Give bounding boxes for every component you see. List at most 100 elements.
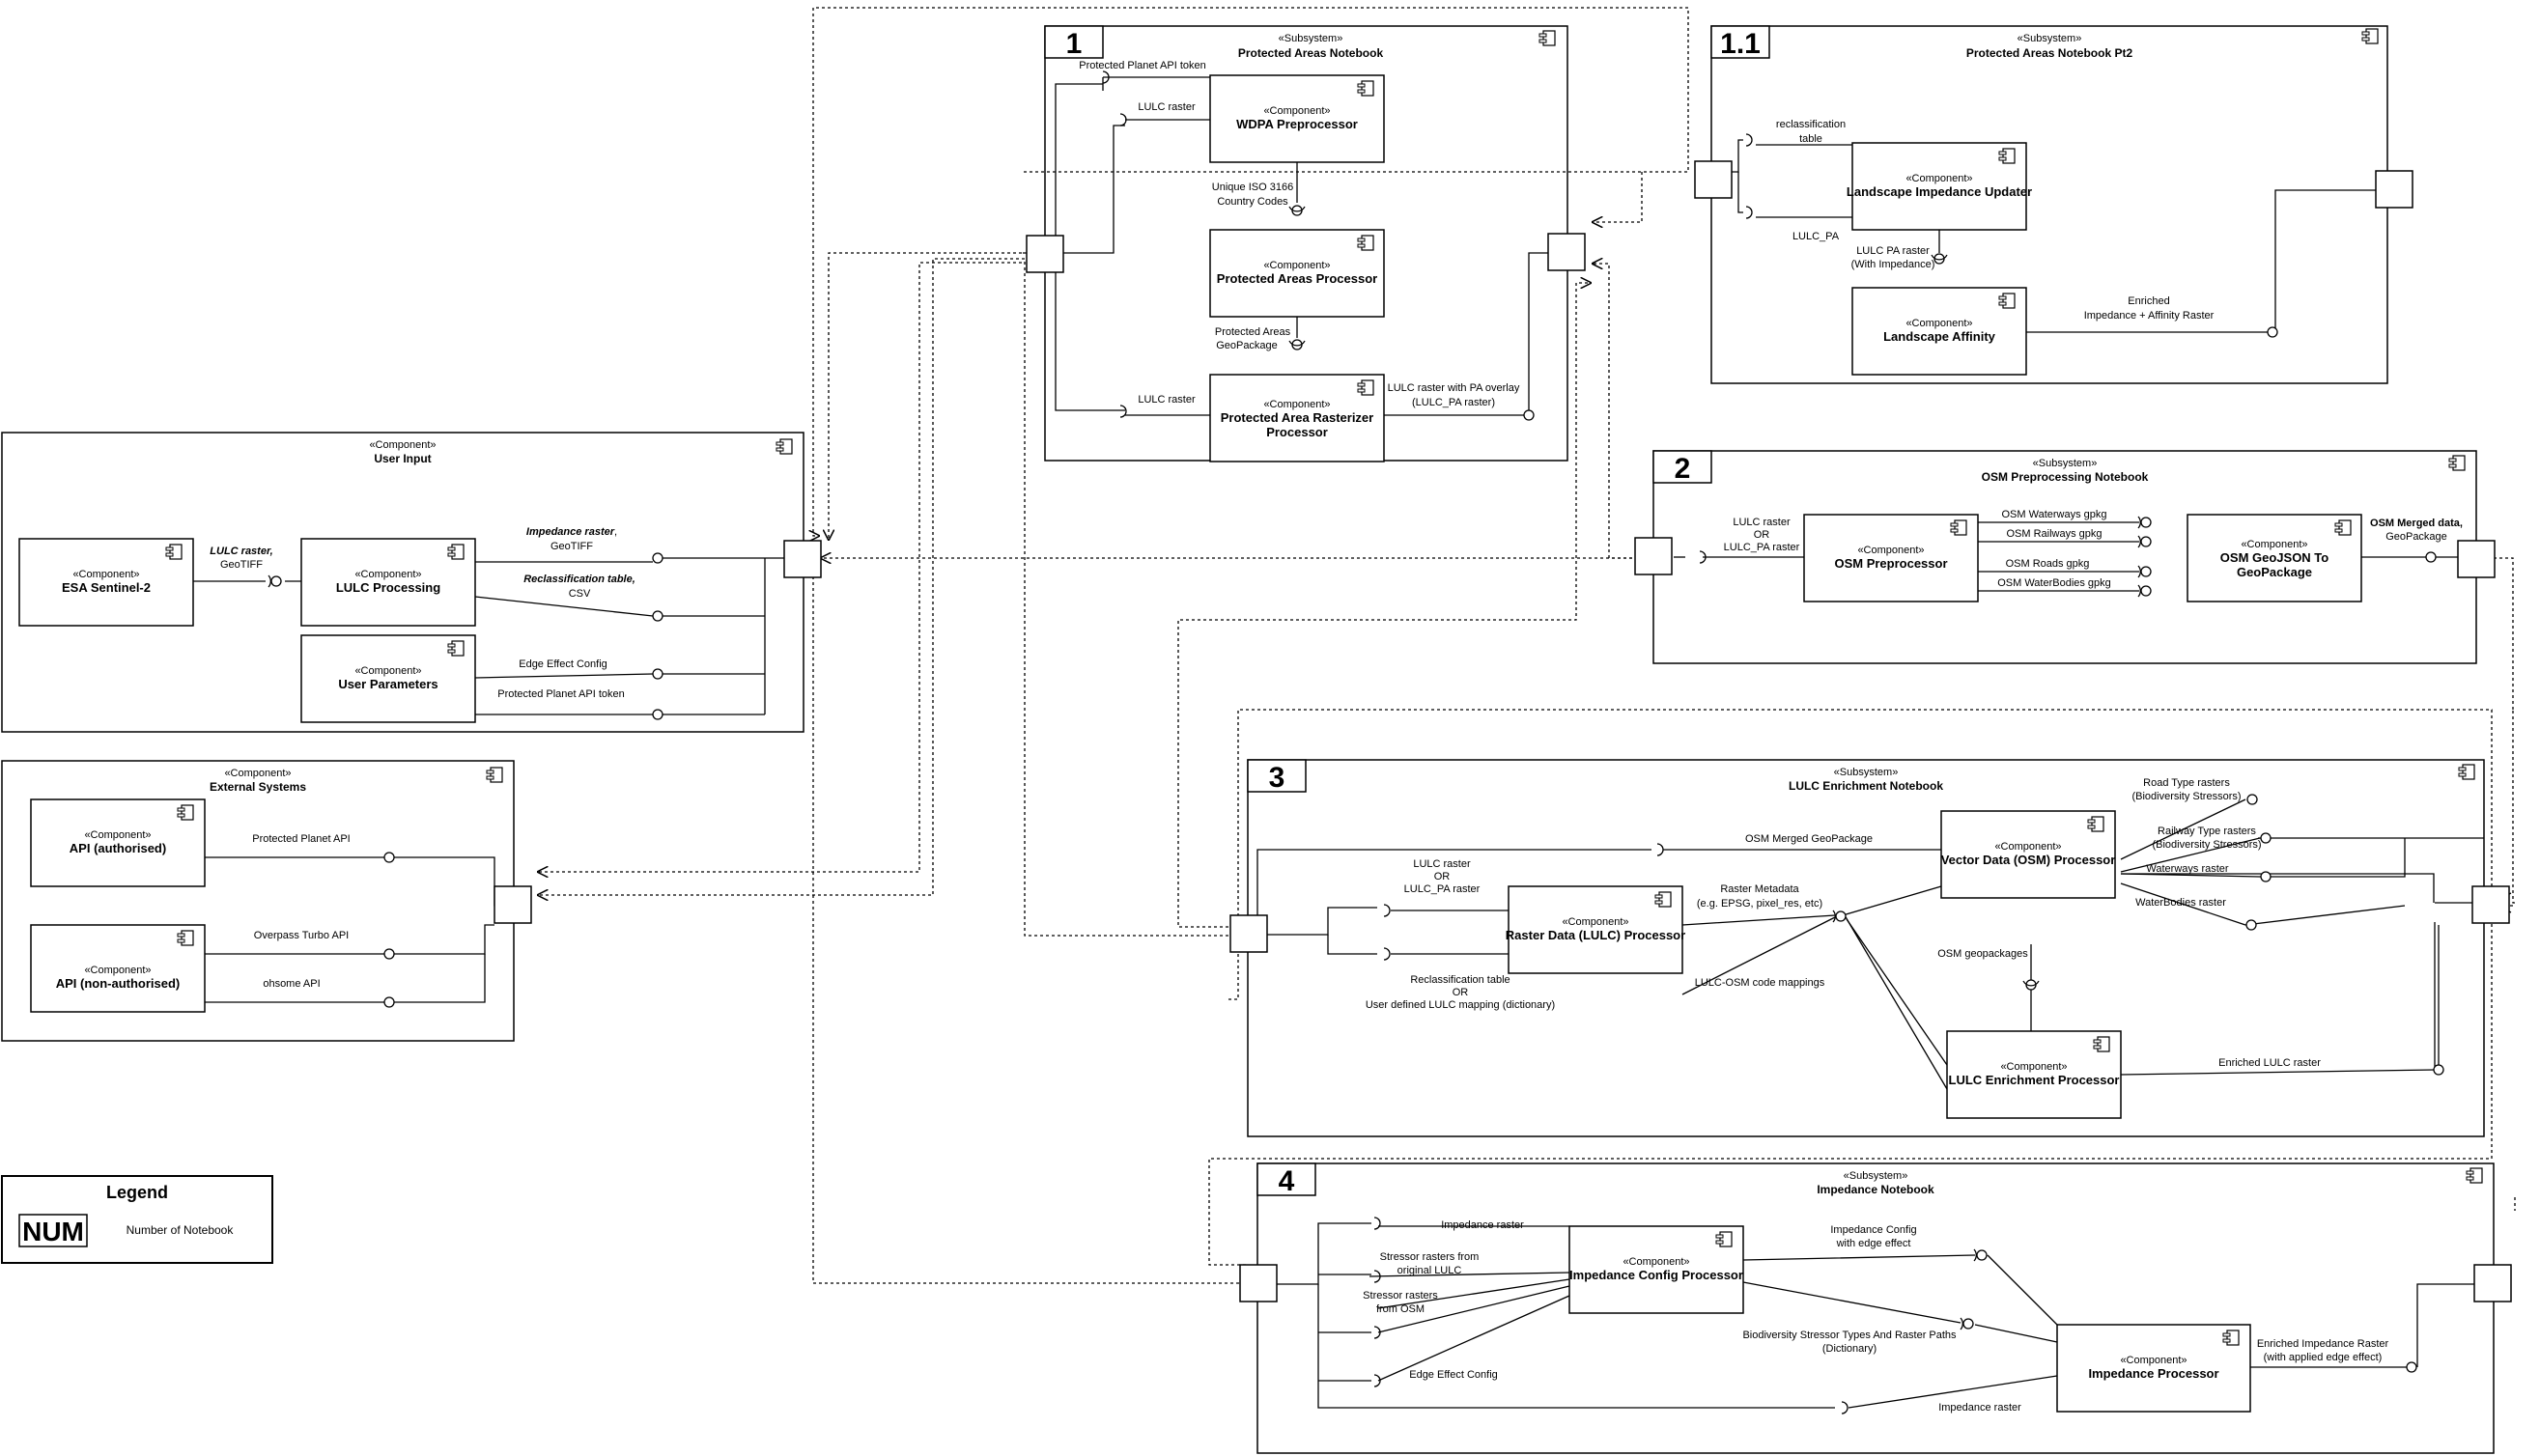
svg-text:WaterBodies raster: WaterBodies raster <box>2135 897 2226 909</box>
svg-text:GeoPackage: GeoPackage <box>2237 565 2312 579</box>
svg-text:Unique ISO 3166: Unique ISO 3166 <box>1212 182 1293 193</box>
svg-text:GeoPackage: GeoPackage <box>1216 340 1278 351</box>
svg-text:Protected Area Rasterizer: Protected Area Rasterizer <box>1221 410 1373 425</box>
svg-text:Protected Planet API token: Protected Planet API token <box>497 688 624 700</box>
svg-text:LULC_PA raster: LULC_PA raster <box>1404 883 1481 895</box>
notebook-number: 1 <box>1066 28 1083 60</box>
subsystem-lulc-enrichment-notebook: 3 «Subsystem» LULC Enrichment Notebook <box>1247 759 2485 1137</box>
ports <box>494 160 2512 1302</box>
svg-text:Stressor rasters from: Stressor rasters from <box>1380 1251 1480 1263</box>
svg-text:Protected Areas Processor: Protected Areas Processor <box>1217 271 1377 286</box>
svg-text:«Component»: «Component» <box>84 829 151 841</box>
component-icon <box>2448 455 2466 471</box>
svg-text:(Biodiversity Stressors): (Biodiversity Stressors) <box>2131 791 2241 802</box>
svg-text:(Dictionary): (Dictionary) <box>1822 1343 1877 1355</box>
svg-text:API (authorised): API (authorised) <box>70 841 166 855</box>
svg-text:CSV: CSV <box>569 588 591 600</box>
legend-description: Number of Notebook <box>127 1223 235 1237</box>
svg-text:OSM Waterways gpkg: OSM Waterways gpkg <box>2001 509 2106 520</box>
svg-text:LULC Processing: LULC Processing <box>336 580 440 595</box>
svg-text:LULC Enrichment Processor: LULC Enrichment Processor <box>1949 1073 2120 1087</box>
svg-text:Impedance raster,: Impedance raster, <box>526 526 617 538</box>
components: «Component» WDPA Preprocessor «Component… <box>18 74 2362 1413</box>
svg-text:LULC_PA raster: LULC_PA raster <box>1724 542 1800 553</box>
subsystem-title: OSM Preprocessing Notebook <box>1982 470 2149 484</box>
legend-symbol: NUM <box>22 1217 84 1246</box>
component-icon <box>776 438 793 455</box>
svg-text:Country Codes: Country Codes <box>1217 196 1288 208</box>
port <box>1229 914 1268 953</box>
subsystem-title: LULC Enrichment Notebook <box>1789 779 1943 793</box>
svg-text:«Component»: «Component» <box>369 439 436 451</box>
port <box>1026 235 1064 273</box>
component-icon <box>2361 28 2379 44</box>
svg-text:Enriched: Enriched <box>2128 295 2169 307</box>
svg-text:Impedance Processor: Impedance Processor <box>2088 1366 2218 1381</box>
svg-text:Stressor rasters: Stressor rasters <box>1363 1290 1438 1302</box>
port <box>1239 1264 1278 1302</box>
subsystem-title: Impedance Notebook <box>1817 1183 1934 1196</box>
svg-text:Enriched Impedance Raster: Enriched Impedance Raster <box>2257 1338 2389 1350</box>
svg-text:WDPA Preprocessor: WDPA Preprocessor <box>1236 117 1358 131</box>
svg-text:LULC raster with PA overlay: LULC raster with PA overlay <box>1388 382 1520 394</box>
svg-text:API (non-authorised): API (non-authorised) <box>56 976 181 991</box>
svg-text:«Component»: «Component» <box>1994 841 2061 853</box>
svg-text:OSM Preprocessor: OSM Preprocessor <box>1834 556 1947 571</box>
subsystem-title: Protected Areas Notebook Pt2 <box>1966 46 2133 60</box>
svg-text:OSM Merged GeoPackage: OSM Merged GeoPackage <box>1745 833 1873 845</box>
notebook-number: 2 <box>1675 453 1691 485</box>
svg-text:Protected Planet API: Protected Planet API <box>252 833 351 845</box>
notebook-number: 4 <box>1279 1165 1295 1197</box>
svg-text:Biodiversity Stressor Types An: Biodiversity Stressor Types And Raster P… <box>1742 1330 1957 1341</box>
component-api-non-authorised: «Component» API (non-authorised) <box>30 924 206 1013</box>
svg-text:LULC raster: LULC raster <box>1138 394 1196 406</box>
component-landscape-affinity: «Component» Landscape Affinity <box>1851 287 2027 376</box>
interface-symbols <box>268 70 2444 1414</box>
svg-text:Raster Data (LULC) Processor: Raster Data (LULC) Processor <box>1506 928 1685 942</box>
svg-text:«Component»: «Component» <box>354 569 421 580</box>
svg-text:table: table <box>1799 133 1822 145</box>
svg-text:GeoPackage: GeoPackage <box>2385 531 2447 543</box>
component-icon <box>486 767 503 783</box>
svg-text:Edge Effect Config: Edge Effect Config <box>519 658 607 670</box>
svg-text:OR: OR <box>1453 987 1469 998</box>
component-icon <box>1538 30 1556 46</box>
svg-text:«Component»: «Component» <box>1263 399 1330 410</box>
container-title: External Systems <box>210 780 306 794</box>
svg-text:Raster Metadata: Raster Metadata <box>1720 883 1799 895</box>
svg-text:User Parameters: User Parameters <box>338 677 437 691</box>
svg-text:LULC raster: LULC raster <box>1733 517 1791 528</box>
svg-text:Impedance + Affinity Raster: Impedance + Affinity Raster <box>2084 310 2215 322</box>
svg-text:with edge effect: with edge effect <box>1836 1238 1911 1249</box>
svg-text:OR: OR <box>1434 871 1451 882</box>
svg-text:OR: OR <box>1754 529 1770 541</box>
component-raster-data-lulc-processor: «Component» Raster Data (LULC) Processor <box>1506 885 1685 974</box>
port <box>494 885 532 924</box>
svg-text:OSM Railways gpkg: OSM Railways gpkg <box>2006 528 2102 540</box>
notebook-number: 1.1 <box>1720 28 1761 60</box>
svg-text:«Component»: «Component» <box>1623 1256 1689 1268</box>
svg-text:Protected Planet API token: Protected Planet API token <box>1079 60 1205 71</box>
port <box>1634 537 1673 575</box>
component-osm-geojson-to-geopackage: «Component» OSM GeoJSON To GeoPackage <box>2187 514 2362 602</box>
svg-text:«Subsystem»: «Subsystem» <box>2018 33 2082 44</box>
svg-text:OSM WaterBodies gpkg: OSM WaterBodies gpkg <box>1997 577 2111 589</box>
component-vector-data-osm-processor: «Component» Vector Data (OSM) Processor <box>1940 810 2116 899</box>
legend: Legend NUM Number of Notebook <box>1 1175 273 1264</box>
component-osm-preprocessor: «Component» OSM Preprocessor <box>1803 514 1979 602</box>
svg-text:«Component»: «Component» <box>1263 260 1330 271</box>
svg-text:LULC_PA: LULC_PA <box>1792 231 1840 242</box>
svg-text:Impedance raster: Impedance raster <box>1441 1219 1524 1231</box>
dashed-connectors <box>537 7 2516 1284</box>
svg-text:GeoTIFF: GeoTIFF <box>220 559 263 571</box>
component-user-parameters: «Component» User Parameters <box>300 634 476 723</box>
svg-text:LULC raster,: LULC raster, <box>210 546 272 557</box>
svg-text:reclassification: reclassification <box>1776 119 1846 130</box>
svg-text:OSM GeoJSON To: OSM GeoJSON To <box>2220 550 2328 565</box>
container-title: User Input <box>374 452 431 465</box>
component-icon <box>2466 1167 2483 1184</box>
svg-text:Overpass Turbo API: Overpass Turbo API <box>254 930 349 941</box>
svg-text:Waterways raster: Waterways raster <box>2146 863 2229 875</box>
svg-text:«Component»: «Component» <box>2241 539 2307 550</box>
